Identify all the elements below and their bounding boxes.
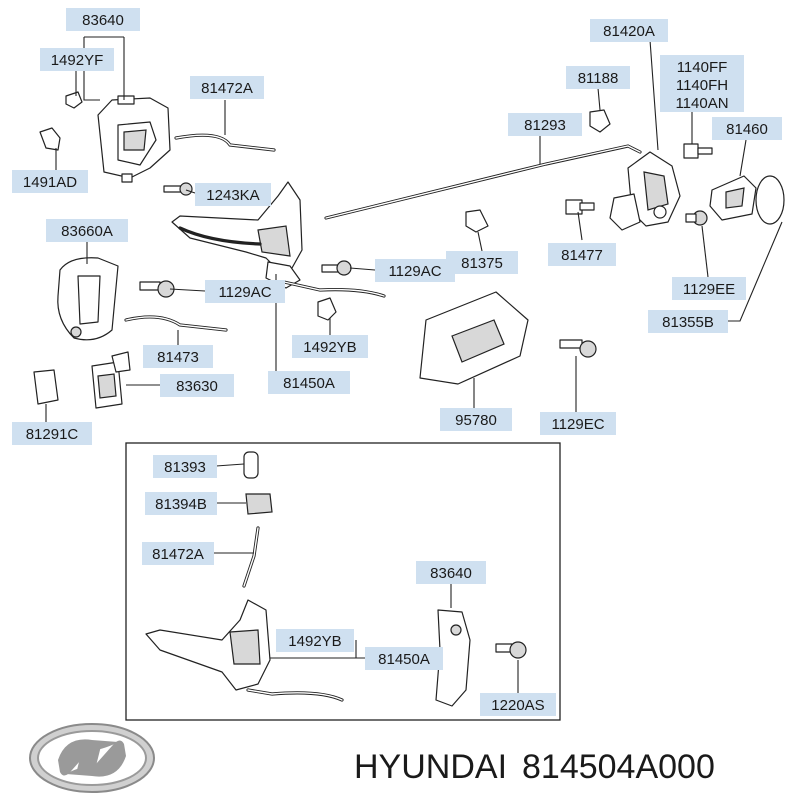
clip-1492YB — [317, 297, 337, 321]
label-81450A-inset: 81450A — [365, 647, 443, 670]
rod-81472A — [174, 133, 276, 152]
rod-81473 — [124, 315, 228, 332]
label-1129AC-handle: 1129AC — [205, 280, 285, 303]
label-81472A-top: 81472A — [190, 76, 264, 99]
svg-text:81473: 81473 — [157, 349, 199, 366]
label-1492YF: 1492YF — [40, 48, 114, 71]
inset-box — [125, 442, 561, 721]
gasket-81355B — [755, 175, 785, 225]
svg-text:81420A: 81420A — [603, 23, 655, 40]
label-1220AS: 1220AS — [480, 693, 556, 716]
label-1243KA: 1243KA — [195, 183, 271, 206]
svg-text:1492YB: 1492YB — [288, 633, 341, 650]
svg-text:81291C: 81291C — [26, 426, 79, 443]
inset-leader-lines — [214, 463, 519, 693]
label-1491AD: 1491AD — [12, 170, 88, 193]
hyundai-logo — [29, 723, 155, 793]
svg-text:1129AC: 1129AC — [388, 263, 441, 280]
door-latch-81420A — [609, 151, 681, 231]
inset-parts — [145, 451, 527, 707]
svg-text:81293: 81293 — [524, 117, 566, 134]
label-1492YB-inset: 1492YB — [276, 629, 354, 652]
svg-text:95780: 95780 — [455, 412, 497, 429]
svg-text:1129AC: 1129AC — [218, 284, 271, 301]
label-81473: 81473 — [143, 345, 213, 368]
label-81420A: 81420A — [590, 19, 668, 42]
svg-text:1129EE: 1129EE — [683, 281, 735, 298]
label-81355B: 81355B — [648, 310, 728, 333]
pad-81291C — [33, 369, 59, 405]
outside-handle-83640 — [97, 95, 171, 183]
svg-text:81355B: 81355B — [662, 314, 714, 331]
label-83640-top: 83640 — [66, 8, 140, 31]
svg-text:1140FH: 1140FH — [676, 77, 728, 94]
svg-text:81393: 81393 — [164, 459, 206, 476]
label-1129AC-latch: 1129AC — [375, 259, 455, 282]
label-1492YB-top: 1492YB — [292, 335, 368, 358]
label-83640-inset: 83640 — [416, 561, 486, 584]
svg-text:1491AD: 1491AD — [23, 174, 77, 191]
label-81393: 81393 — [153, 455, 217, 478]
svg-text:1140AN: 1140AN — [675, 95, 728, 112]
svg-text:83630: 83630 — [176, 378, 218, 395]
svg-text:81188: 81188 — [578, 70, 619, 87]
label-81460: 81460 — [712, 117, 782, 140]
svg-text:1140FF: 1140FF — [677, 59, 728, 76]
screw-1129EE — [685, 210, 708, 226]
label-83630: 83630 — [160, 374, 234, 397]
label-81450A-top: 81450A — [268, 371, 350, 394]
svg-text:1243KA: 1243KA — [206, 187, 259, 204]
svg-text:81460: 81460 — [726, 121, 768, 138]
svg-text:1220AS: 1220AS — [491, 697, 544, 714]
screw-1129AC-a — [321, 260, 352, 276]
label-83660A: 83660A — [46, 219, 128, 242]
screw-1129EC — [559, 339, 597, 358]
svg-text:81375: 81375 — [461, 255, 503, 272]
label-1129EE: 1129EE — [672, 277, 746, 300]
bezel-83630 — [91, 351, 131, 409]
rod-81293 — [324, 144, 642, 220]
label-81477: 81477 — [548, 243, 616, 266]
svg-text:81472A: 81472A — [201, 80, 253, 97]
label-81188: 81188 — [566, 66, 630, 89]
label-81375: 81375 — [446, 251, 518, 274]
svg-text:1492YB: 1492YB — [303, 339, 356, 356]
label-1140-group: 1140FF 1140FH 1140AN — [660, 55, 744, 112]
svg-text:81450A: 81450A — [378, 651, 430, 668]
screw-1140 — [683, 143, 713, 159]
part-number: 814504A000 — [522, 748, 715, 786]
svg-text:81472A: 81472A — [152, 546, 204, 563]
svg-text:1129EC: 1129EC — [551, 416, 604, 433]
striker-81460 — [709, 175, 757, 221]
label-1129EC: 1129EC — [540, 412, 616, 435]
label-81394B: 81394B — [145, 492, 217, 515]
svg-text:81450A: 81450A — [283, 375, 335, 392]
clip-1492YF — [65, 91, 83, 109]
screw-1129AC-b — [139, 280, 175, 298]
brand-name: HYUNDAI — [354, 748, 507, 786]
svg-text:83640: 83640 — [430, 565, 472, 582]
label-81293: 81293 — [508, 113, 582, 136]
svg-text:81394B: 81394B — [155, 496, 207, 513]
label-81472A-inset: 81472A — [142, 542, 214, 565]
label-95780: 95780 — [440, 408, 512, 431]
screw-81477 — [565, 199, 595, 215]
label-81291C: 81291C — [12, 422, 92, 445]
clip-81188 — [589, 109, 611, 133]
svg-text:1492YF: 1492YF — [51, 52, 104, 69]
svg-text:83660A: 83660A — [61, 223, 113, 240]
inside-handle-83660A — [57, 257, 119, 341]
svg-text:81477: 81477 — [561, 247, 603, 264]
screw-1243KA — [163, 182, 193, 196]
clip-1491AD — [39, 127, 61, 151]
clip-81375 — [465, 209, 489, 233]
svg-text:83640: 83640 — [82, 12, 124, 29]
actuator-cover-95780 — [419, 291, 529, 385]
